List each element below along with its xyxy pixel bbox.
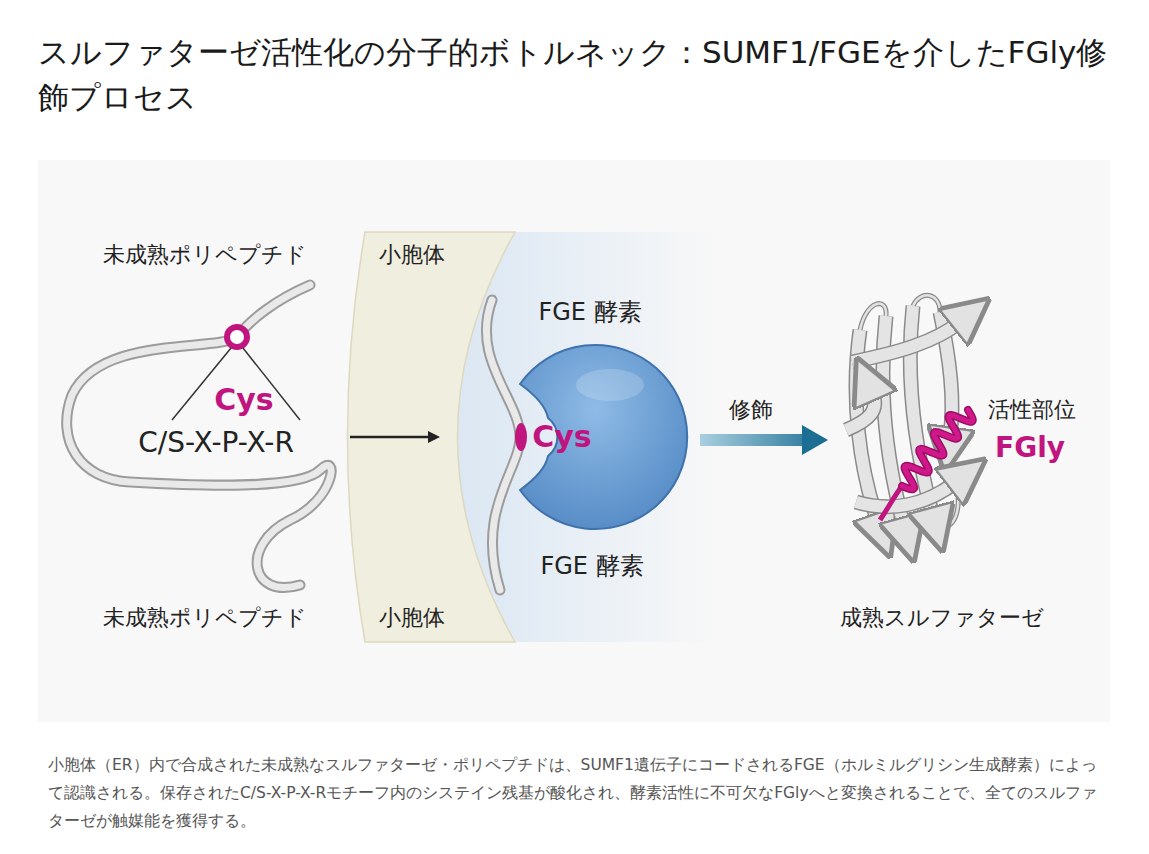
beta-strand-outline: [846, 392, 875, 430]
er-membrane-band: [348, 232, 516, 642]
node-label: C/S-X-P-X-R: [138, 427, 294, 459]
mature-sulfatase: 活性部位 FGly 成熟スルファターゼ: [830, 290, 1100, 640]
helix-tail: [880, 486, 902, 520]
title-text: スルファターゼ活性化の分子的ボトルネック：SUMF1/FGEを介したFGly修飾…: [38, 34, 1107, 115]
figure-title: スルファターゼ活性化の分子的ボトルネック：SUMF1/FGEを介したFGly修飾…: [38, 30, 1123, 120]
sulfatase-ribbon: [846, 295, 973, 540]
modification-arrow: [700, 434, 802, 446]
fge-enzyme-shape: [520, 345, 687, 529]
beta-strand: [852, 322, 960, 362]
flow-arrow: [350, 436, 428, 439]
bound-polypeptide-tube: [486, 300, 520, 590]
polypeptide-tube: [67, 285, 331, 588]
edge-label: 修飾: [729, 397, 773, 422]
er-region: 小胞体小胞体FGE 酵素CysFGE 酵素: [335, 235, 720, 640]
cys-patch: [515, 423, 527, 451]
node-label: Cys: [214, 383, 273, 418]
node-label: 活性部位: [988, 397, 1076, 422]
node-label: FGE 酵素: [538, 299, 641, 327]
beta-strand: [846, 392, 875, 430]
cys-site-ring: [227, 327, 247, 347]
er-lumen: [458, 232, 723, 642]
node-label: 成熟スルファターゼ: [840, 605, 1044, 630]
bound-polypeptide-outline: [486, 300, 520, 590]
node-label: FGE 酵素: [540, 553, 643, 581]
fge-enzyme: FGE 酵素CysFGE 酵素: [440, 292, 700, 592]
active-site-helix-outline: [902, 410, 973, 489]
active-site-helix: [902, 410, 973, 489]
node-label: Cys: [532, 420, 591, 455]
node-label: 未成熟ポリペプチド: [103, 242, 307, 267]
node-label: 未成熟ポリペプチド: [103, 605, 307, 630]
fge-highlight: [576, 369, 644, 401]
beta-strand-outline: [852, 322, 960, 362]
polypeptide-outline: [67, 285, 331, 588]
polypeptide-group: 未成熟ポリペプチド CysC/S-X-P-X-R 未成熟ポリペプチド: [50, 235, 350, 640]
node-label: FGly: [995, 432, 1065, 464]
figure-caption: 小胞体（ER）内で合成された未成熟なスルファターゼ・ポリペプチドは、SUMF1遺…: [48, 752, 1108, 836]
caption-text: 小胞体（ER）内で合成された未成熟なスルファターゼ・ポリペプチドは、SUMF1遺…: [48, 756, 1097, 830]
node-label: 小胞体: [379, 605, 445, 630]
node-label: 小胞体: [379, 242, 445, 267]
